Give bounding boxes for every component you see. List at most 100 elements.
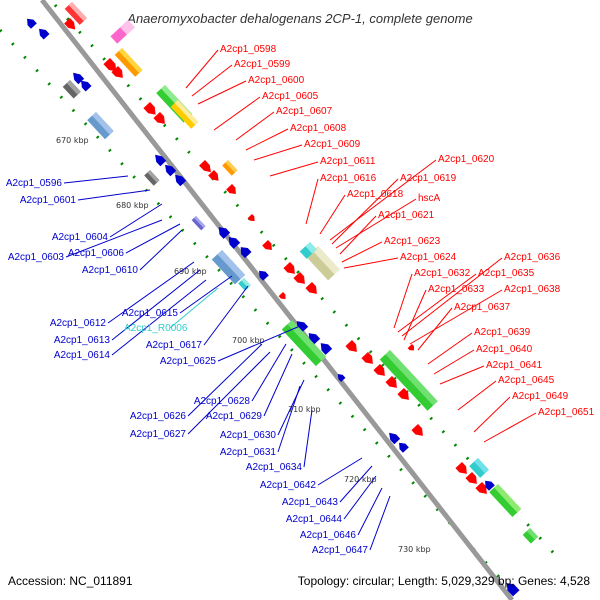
minus-gene-label[interactable]: A2cp1_0646 — [300, 530, 357, 541]
plus-gene-label[interactable]: A2cp1_0605 — [262, 91, 319, 102]
plus-gene-label[interactable]: A2cp1_0633 — [428, 284, 485, 295]
minus-gene-arrow[interactable] — [482, 478, 495, 491]
plus-gene-label[interactable]: A2cp1_0636 — [504, 252, 561, 263]
minus-gene-label[interactable]: A2cp1_0615 — [122, 308, 179, 319]
plus-gene-arrow[interactable] — [283, 262, 298, 277]
plus-gene-label[interactable]: A2cp1_0621 — [378, 210, 435, 221]
minus-gene-arrow[interactable] — [36, 26, 50, 40]
minus-gene-label[interactable]: A2cp1_0642 — [260, 480, 317, 491]
plus-gene-label[interactable]: A2cp1_0638 — [504, 284, 561, 295]
plus-gene-label[interactable]: A2cp1_0624 — [400, 252, 457, 263]
plus-gene-label[interactable]: A2cp1_0620 — [438, 154, 495, 165]
plus-gene-label[interactable]: A2cp1_0608 — [290, 123, 347, 134]
feature-block[interactable] — [222, 160, 238, 176]
plus-gene-arrow[interactable] — [305, 282, 320, 297]
minus-gene-label[interactable]: A2cp1_0630 — [220, 430, 277, 441]
minus-gene-arrow[interactable] — [237, 244, 252, 259]
minus-gene-arrow[interactable] — [225, 234, 241, 249]
minus-gene-label[interactable]: A2cp1_0626 — [130, 411, 187, 422]
plus-gene-arrow[interactable] — [153, 112, 168, 127]
minus-gene-arrow[interactable] — [317, 340, 333, 355]
plus-gene-label[interactable]: A2cp1_0623 — [384, 236, 441, 247]
feature-block[interactable] — [489, 484, 522, 518]
minus-gene-label[interactable]: A2cp1_0601 — [20, 195, 77, 206]
feature-block[interactable] — [191, 216, 206, 231]
minus-gene-label[interactable]: A2cp1_0610 — [82, 265, 139, 276]
minus-gene-label[interactable]: A2cp1_0606 — [68, 248, 125, 259]
minus-gene-label[interactable]: A2cp1_0612 — [50, 318, 107, 329]
minus-gene-arrow[interactable] — [215, 224, 231, 239]
feature-block[interactable] — [379, 350, 438, 411]
plus-gene-label[interactable]: A2cp1_0639 — [474, 327, 531, 338]
minus-gene-arrow[interactable] — [172, 172, 187, 187]
minus-gene-label[interactable]: A2cp1_0604 — [52, 232, 109, 243]
plus-gene-arrow[interactable] — [278, 292, 288, 301]
feature-block[interactable] — [281, 320, 327, 367]
plus-gene-label[interactable]: hscA — [418, 193, 441, 204]
plus-gene-label[interactable]: A2cp1_0598 — [220, 44, 277, 55]
plus-gene-label[interactable]: A2cp1_0607 — [276, 106, 333, 117]
feature-block[interactable] — [238, 278, 251, 291]
plus-gene-arrow[interactable] — [373, 364, 388, 379]
plus-gene-label[interactable]: A2cp1_0632 — [414, 268, 471, 279]
plus-gene-label[interactable]: A2cp1_0609 — [304, 139, 361, 150]
plus-gene-arrow[interactable] — [293, 272, 308, 287]
plus-gene-arrow[interactable] — [397, 388, 412, 403]
feature-block[interactable] — [64, 2, 88, 25]
plus-gene-label[interactable]: A2cp1_0599 — [234, 59, 291, 70]
minus-gene-arrow[interactable] — [24, 16, 37, 29]
feature-block[interactable] — [299, 242, 317, 259]
minus-gene-label[interactable]: A2cp1_0644 — [286, 514, 343, 525]
plus-gene-label[interactable]: A2cp1_0651 — [538, 407, 595, 418]
plus-gene-arrow[interactable] — [226, 184, 239, 197]
feature-block[interactable] — [62, 80, 81, 99]
rna-gene-label[interactable]: A2cp1_R0006 — [124, 323, 188, 334]
minus-gene-label[interactable]: A2cp1_0596 — [6, 178, 63, 189]
plus-gene-label[interactable]: A2cp1_0645 — [498, 375, 555, 386]
minus-gene-label[interactable]: A2cp1_0629 — [206, 411, 263, 422]
minus-gene-label[interactable]: A2cp1_0628 — [194, 396, 251, 407]
plus-gene-label[interactable]: A2cp1_0640 — [476, 344, 533, 355]
plus-gene-label[interactable]: A2cp1_0611 — [320, 156, 376, 167]
minus-gene-arrow[interactable] — [78, 78, 92, 92]
minus-gene-label[interactable]: A2cp1_0634 — [246, 462, 303, 473]
plus-gene-arrow[interactable] — [407, 344, 416, 352]
plus-gene-label[interactable]: A2cp1_0616 — [320, 173, 377, 184]
plus-gene-arrow[interactable] — [465, 472, 480, 487]
plus-gene-label[interactable]: A2cp1_0649 — [512, 391, 569, 402]
plus-gene-arrow[interactable] — [385, 376, 400, 391]
minus-gene-arrow[interactable] — [336, 372, 346, 382]
plus-gene-arrow[interactable] — [143, 102, 158, 118]
plus-gene-arrow[interactable] — [345, 340, 360, 355]
plus-gene-arrow[interactable] — [361, 352, 376, 367]
minus-gene-label[interactable]: A2cp1_0631 — [220, 447, 277, 458]
minus-gene-label[interactable]: A2cp1_0627 — [130, 429, 187, 440]
feature-block[interactable] — [522, 528, 539, 544]
feature-block[interactable] — [170, 100, 199, 129]
minus-gene-label[interactable]: A2cp1_0647 — [312, 545, 369, 556]
minus-gene-label[interactable]: A2cp1_0643 — [282, 497, 339, 508]
minus-gene-label[interactable]: A2cp1_0617 — [146, 340, 203, 351]
feature-block[interactable] — [144, 170, 160, 186]
minus-gene-arrow[interactable] — [162, 162, 177, 177]
plus-gene-arrow[interactable] — [199, 160, 214, 175]
feature-block[interactable] — [87, 112, 114, 140]
minus-gene-arrow[interactable] — [386, 430, 401, 445]
minus-gene-arrow[interactable] — [396, 440, 409, 453]
plus-gene-arrow[interactable] — [475, 482, 490, 497]
plus-gene-arrow[interactable] — [455, 462, 470, 477]
plus-gene-arrow[interactable] — [64, 18, 78, 32]
plus-gene-arrow[interactable] — [411, 424, 426, 439]
minus-gene-label[interactable]: A2cp1_0625 — [160, 356, 217, 367]
minus-gene-label[interactable]: A2cp1_0603 — [8, 252, 65, 263]
minus-gene-arrow[interactable] — [152, 152, 167, 167]
feature-block[interactable] — [306, 246, 340, 281]
plus-gene-arrow[interactable] — [103, 58, 119, 74]
plus-gene-arrow[interactable] — [262, 240, 275, 253]
feature-block[interactable] — [211, 249, 246, 285]
plus-gene-arrow[interactable] — [111, 66, 126, 81]
plus-gene-label[interactable]: A2cp1_0618 — [347, 189, 404, 200]
minus-gene-arrow[interactable] — [256, 268, 269, 281]
plus-gene-arrow[interactable] — [208, 170, 221, 184]
plus-gene-label[interactable]: A2cp1_0641 — [486, 360, 543, 371]
